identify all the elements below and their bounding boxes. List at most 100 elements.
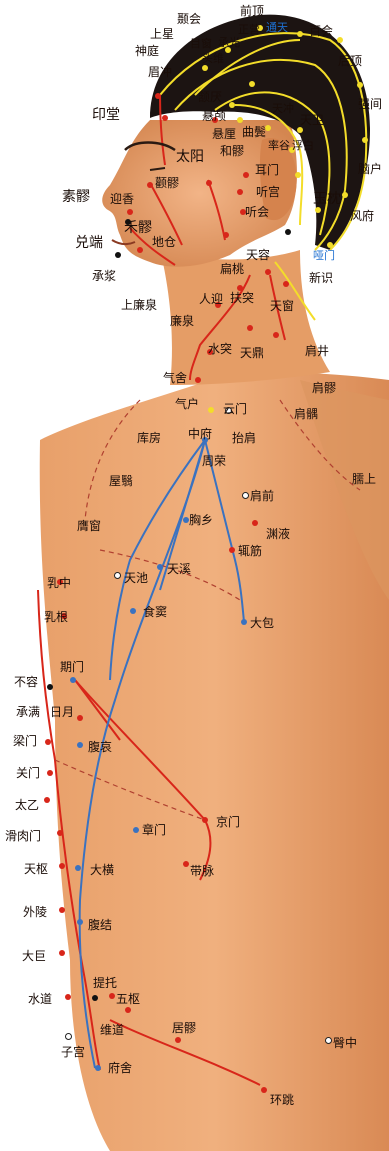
point-label: 地仓 [152,236,176,248]
acupoint-marker [127,209,133,215]
point-label: 百会 [309,25,333,37]
point-label: 日月 [50,706,74,718]
point-label: 天池 [124,572,148,584]
acupoint-marker [342,192,348,198]
point-label: 前顶 [240,5,264,17]
acupoint-marker [285,229,291,235]
acupoint-marker [47,684,53,690]
acupoint-marker [155,93,161,99]
acupoint-marker [283,281,289,287]
acupoint-marker [175,1037,181,1043]
point-label: 云门 [223,403,247,415]
acupoint-marker [157,564,163,570]
point-label: 浮白 [292,140,314,151]
acupoint-marker [114,572,121,579]
point-label: 肩髎 [312,382,336,394]
acupoint-marker [208,407,214,413]
point-label: 天卫 [300,114,324,126]
point-label: 环跳 [270,1094,294,1106]
point-label: 乳根 [44,611,68,623]
point-label: 肩前 [250,490,274,502]
acupoint-marker [249,81,255,87]
acupoint-marker [109,993,115,999]
acupoint-marker [115,252,121,258]
torso-shape [40,373,389,1151]
point-label: 腹结 [88,919,112,931]
point-label: 辄筋 [238,545,262,557]
point-label: 眉冲 [148,66,172,78]
point-label: 屋翳 [109,475,133,487]
point-label: 水突 [208,343,232,355]
point-label: 天窗 [270,300,294,312]
point-label: 素髎 [62,190,90,204]
acupoint-marker [162,115,168,121]
acupoint-marker [206,180,212,186]
point-label: 提托 [93,977,117,989]
acupoint-marker [57,830,63,836]
point-label: 廉泉 [170,315,194,327]
point-label: 章门 [142,824,166,836]
acupoint-marker [70,677,76,683]
point-label: 印堂 [92,108,120,122]
point-label: 曲鬓 [242,126,266,138]
acupoint-marker [59,907,65,913]
point-label: 悬厘 [212,128,236,140]
acupoint-marker [59,950,65,956]
point-label: 乳中 [47,577,71,589]
point-label: 上星 [150,28,174,40]
acupoint-marker [125,1007,131,1013]
acupoint-marker [92,995,98,1001]
point-label: 和髎 [220,145,244,157]
point-label: 扶突 [230,292,254,304]
point-label: 风府 [350,210,374,222]
acupoint-marker [247,325,253,331]
point-label: 臀中 [333,1037,357,1049]
point-label: 气户 [175,398,199,410]
acupoint-marker [65,994,71,1000]
point-label: 头维 [202,53,224,64]
point-label: 肩髃 [294,408,318,420]
acupoint-marker [147,182,153,188]
point-label: 膺窗 [77,520,101,532]
point-label: 带脉 [190,865,214,877]
point-label: 中府 [188,428,212,440]
acupoint-marker [315,207,321,213]
acupoint-marker [59,863,65,869]
acupoint-marker [65,1033,72,1040]
acupoint-marker [95,1065,101,1071]
point-label: 哑门 [313,250,335,261]
acupoint-marker [362,137,368,143]
acupoint-marker [75,865,81,871]
acupoint-marker [47,770,53,776]
point-label: 颔厌 [198,91,222,103]
point-label: 承光 [218,37,240,48]
point-label: 耳门 [255,164,279,176]
acupoint-marker [223,232,229,238]
point-label: 周荣 [202,455,226,467]
point-label: 气舍 [163,372,187,384]
point-label: 府舍 [108,1062,132,1074]
point-label: 听宫 [256,186,280,198]
acupoint-marker [265,269,271,275]
acupoint-marker [44,797,50,803]
point-label: 新识 [309,272,333,284]
acupoint-marker [229,102,235,108]
point-label: 上廉泉 [121,299,157,311]
point-label: 扁桃 [220,263,244,275]
acupoint-marker [243,172,249,178]
point-label: 梁门 [13,735,37,747]
point-label: 五枢 [116,993,140,1005]
point-label: 京门 [216,816,240,828]
point-label: 库房 [137,432,161,444]
acupoint-marker [241,619,247,625]
acupoint-marker [77,919,83,925]
acupoint-marker [297,31,303,37]
point-label: 天容 [246,249,270,261]
acupoint-marker [229,547,235,553]
acupoint-marker [327,242,333,248]
acupoint-marker [77,715,83,721]
point-label: 承浆 [92,270,116,282]
point-label: 臑上 [352,473,376,485]
point-label: 滑肉门 [5,830,41,842]
acupoint-marker [325,1037,332,1044]
